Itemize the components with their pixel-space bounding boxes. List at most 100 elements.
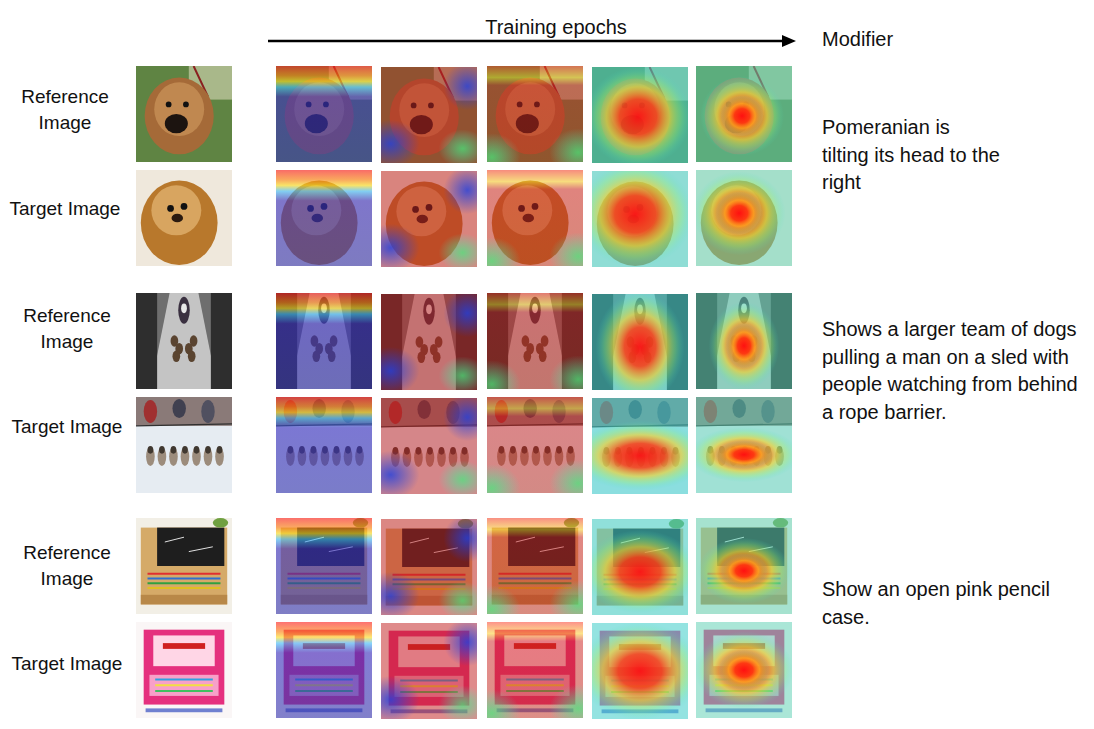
image-shape <box>549 128 583 162</box>
image-shape <box>276 293 372 389</box>
image-shape <box>151 185 201 235</box>
image-shape <box>696 171 786 255</box>
image-shape <box>276 518 372 614</box>
image-shape <box>144 400 157 423</box>
image-shape <box>549 355 583 389</box>
image-shape <box>726 323 763 369</box>
image-shape <box>153 635 214 666</box>
image-shape <box>276 397 372 493</box>
attention-heatmap <box>381 519 477 615</box>
attention-heatmap <box>381 171 477 267</box>
image-shape <box>696 293 792 389</box>
attention-heatmap <box>487 293 583 389</box>
image-shape <box>439 233 477 267</box>
row-label: Target Image <box>6 196 124 222</box>
image-shape <box>487 689 521 718</box>
image-shape <box>204 447 213 466</box>
image-shape <box>192 447 201 466</box>
image-shape <box>592 421 688 491</box>
image-shape <box>276 170 372 266</box>
image-shape <box>205 446 211 454</box>
image-shape <box>439 581 477 615</box>
attention-heatmap <box>696 397 792 493</box>
image-shape <box>595 294 684 390</box>
image-shape <box>439 685 477 719</box>
image-shape <box>136 622 232 718</box>
image-shape <box>155 679 213 681</box>
attention-heatmap <box>592 294 688 390</box>
row-label: Target Image <box>8 651 126 677</box>
attention-heatmap <box>381 294 477 390</box>
image-shape <box>183 102 189 108</box>
image-shape <box>194 446 200 454</box>
axis-title: Training epochs <box>456 14 656 42</box>
image-shape <box>443 67 477 110</box>
photo-thumbnail <box>136 293 232 389</box>
image-shape <box>276 293 372 389</box>
image-shape <box>709 302 780 389</box>
image-shape <box>136 293 157 389</box>
image-shape <box>592 623 688 719</box>
attention-heatmap <box>592 171 688 267</box>
image-shape <box>136 66 232 162</box>
modifier-text: Show an open pink pencil case. <box>822 576 1088 631</box>
image-shape <box>148 446 154 454</box>
image-shape <box>487 464 521 493</box>
image-shape <box>487 237 521 266</box>
image-shape <box>165 537 184 542</box>
image-shape <box>211 293 232 389</box>
image-shape <box>136 424 232 426</box>
image-shape <box>443 623 477 666</box>
attention-heatmap <box>276 397 372 493</box>
image-shape <box>178 297 190 324</box>
image-shape <box>381 347 419 390</box>
attention-heatmap <box>381 398 477 494</box>
image-shape <box>136 293 232 389</box>
attention-heatmap <box>381 67 477 163</box>
image-shape <box>715 440 773 469</box>
image-shape <box>439 129 477 163</box>
image-shape <box>549 580 583 614</box>
image-shape <box>720 554 768 589</box>
image-shape <box>148 573 221 575</box>
image-shape <box>157 528 224 566</box>
image-shape <box>443 171 477 214</box>
image-shape <box>159 446 165 454</box>
image-shape <box>217 446 223 454</box>
image-shape <box>181 203 188 210</box>
image-shape <box>149 675 218 696</box>
image-shape <box>696 631 792 708</box>
attention-heatmap <box>592 67 688 163</box>
attention-heatmap <box>696 66 792 162</box>
attention-heatmap <box>487 397 583 493</box>
image-shape <box>141 528 227 605</box>
image-shape <box>172 351 180 363</box>
image-shape <box>141 181 218 265</box>
image-shape <box>696 293 792 389</box>
image-shape <box>154 82 204 136</box>
image-shape <box>381 676 419 719</box>
image-shape <box>696 66 792 162</box>
attention-heatmap <box>276 518 372 614</box>
attention-heatmap <box>592 398 688 494</box>
image-shape <box>182 446 188 454</box>
image-shape <box>549 684 583 718</box>
image-shape <box>167 205 174 212</box>
row-label: Target Image <box>8 414 126 440</box>
epoch-arrow-head <box>782 35 796 47</box>
attention-heatmap <box>276 622 372 718</box>
attention-heatmap <box>276 66 372 162</box>
attention-heatmap <box>592 519 688 615</box>
attention-heatmap <box>696 293 792 389</box>
image-shape <box>443 294 477 337</box>
image-shape <box>148 577 221 579</box>
attention-heatmap <box>487 518 583 614</box>
modifier-text: Shows a larger team of dogs pulling a ma… <box>822 316 1088 426</box>
attention-heatmap <box>276 170 372 266</box>
attention-heatmap <box>381 623 477 719</box>
image-shape <box>592 530 688 614</box>
photo-thumbnail <box>136 170 232 266</box>
image-shape <box>718 650 770 690</box>
row-label: Reference Image <box>8 303 126 355</box>
image-shape <box>171 446 177 454</box>
